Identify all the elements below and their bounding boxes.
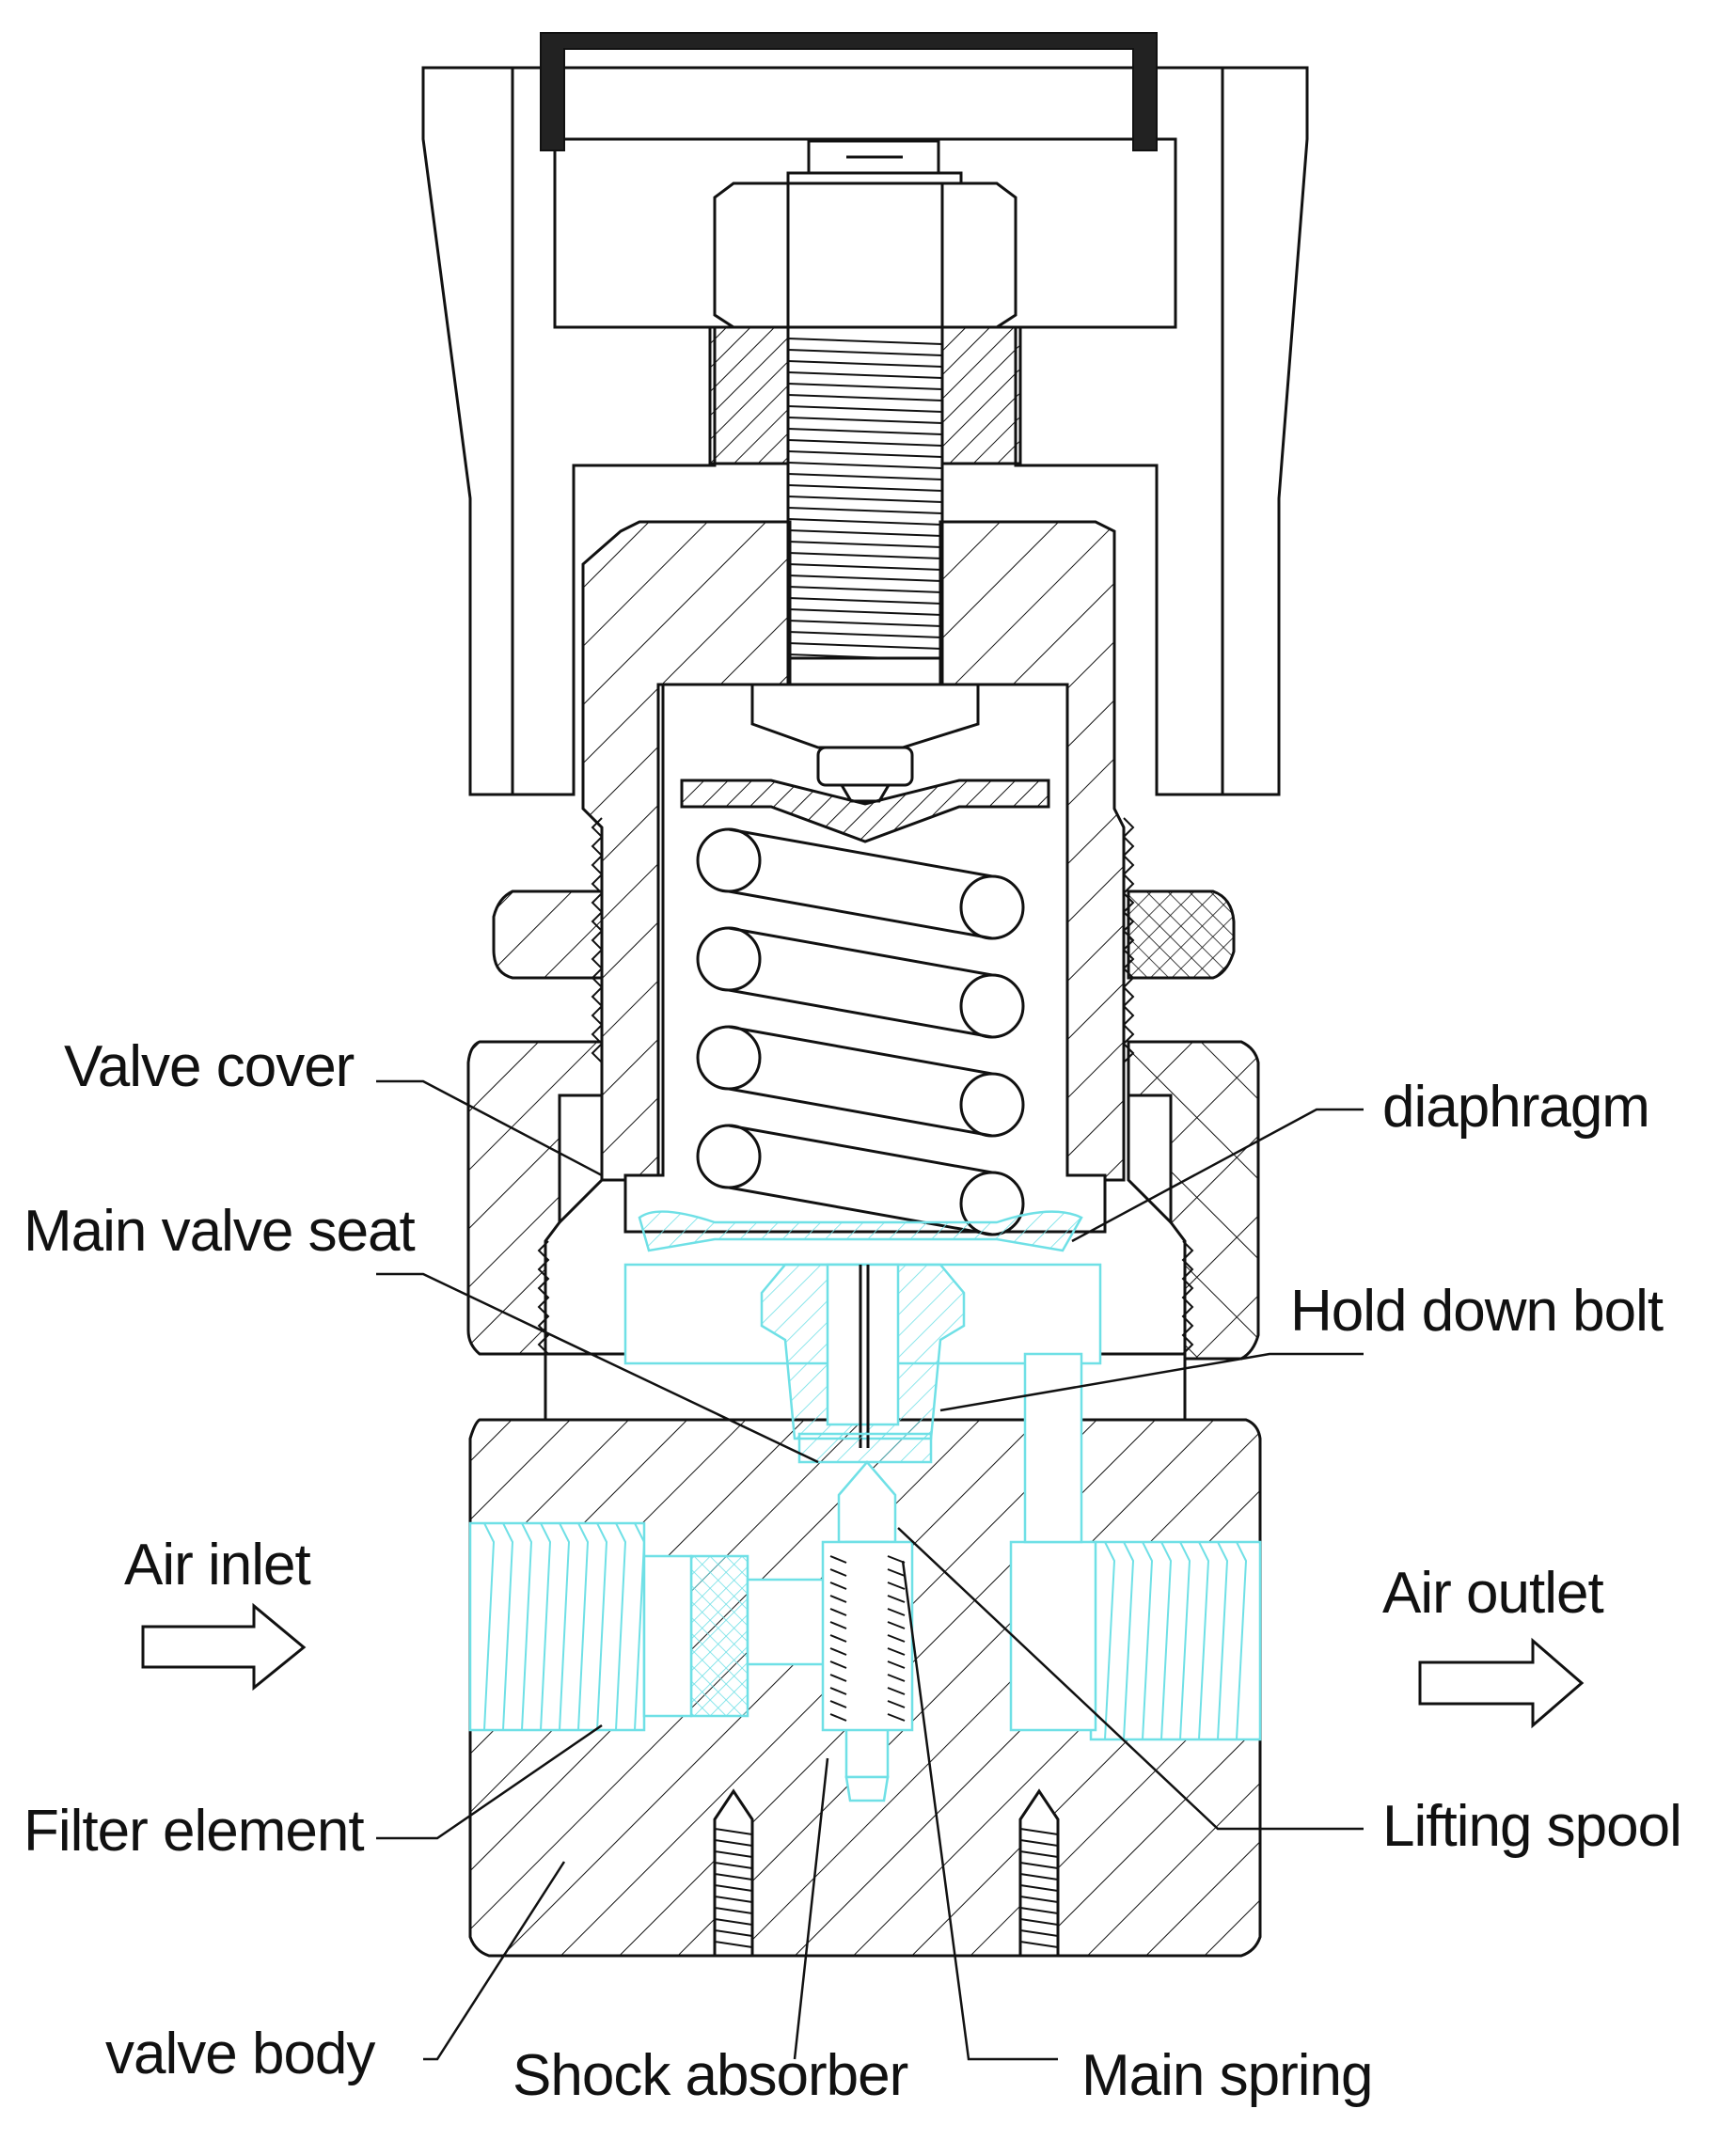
lock-ring-right [1127, 889, 1236, 980]
label-air-inlet: Air inlet [124, 1533, 311, 1597]
lock-nut [713, 181, 1017, 329]
valve-cover [466, 1040, 1260, 1361]
air-inlet-arrow [141, 1602, 307, 1692]
adjusting-cap [421, 32, 1309, 796]
valve-body [468, 1263, 1262, 1958]
label-hold-down-bolt: Hold down bolt [1290, 1279, 1664, 1344]
lifting-spool [837, 1460, 897, 1544]
cap-seal [540, 32, 1158, 151]
main-spring [829, 1555, 906, 1722]
label-main-spring: Main spring [1081, 2043, 1372, 2108]
upper-spring-seat [680, 779, 1050, 843]
label-main-valve-seat: Main valve seat [24, 1199, 416, 1264]
lock-ring-left [492, 889, 604, 980]
main-valve-seat [797, 1432, 933, 1464]
screw-shank [786, 325, 944, 686]
label-air-outlet: Air outlet [1382, 1561, 1603, 1626]
spring-housing [623, 683, 1107, 1236]
filter-element [689, 1554, 749, 1718]
adjusting-spring [696, 827, 1025, 1236]
label-valve-body: valve body [105, 2022, 375, 2086]
label-valve-cover: Valve cover [64, 1034, 355, 1099]
adjusting-screw [708, 139, 1022, 688]
label-lifting-spool: Lifting spool [1382, 1794, 1681, 1859]
label-filter-element: Filter element [24, 1799, 364, 1864]
label-shock-absorber: Shock absorber [513, 2043, 908, 2108]
air-outlet-arrow [1418, 1637, 1585, 1729]
diaphragm [638, 1210, 1083, 1252]
label-diaphragm: diaphragm [1382, 1075, 1649, 1140]
leader-lines [376, 1079, 1364, 2061]
